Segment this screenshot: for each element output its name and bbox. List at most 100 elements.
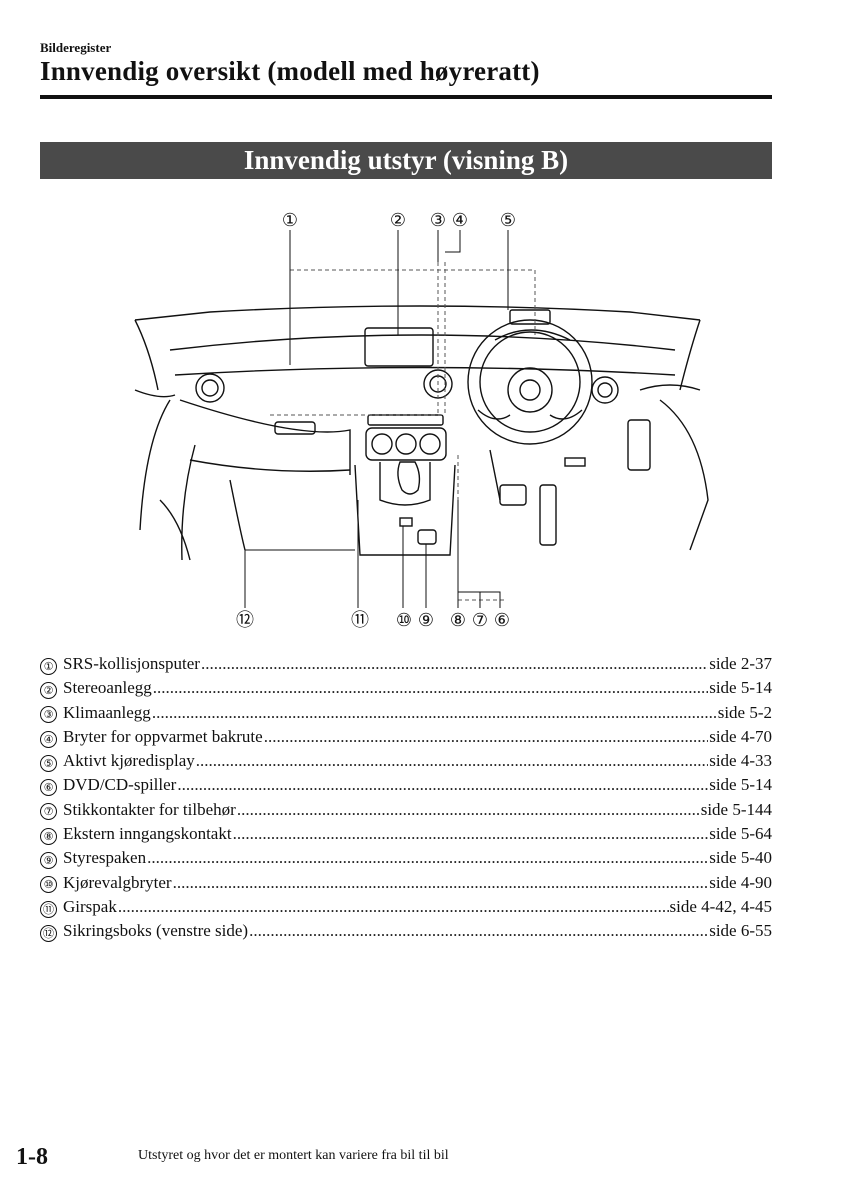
dot-leader — [201, 654, 708, 674]
callout-2: ② — [390, 210, 406, 230]
left-air-vent — [195, 373, 225, 403]
gear-lever — [397, 461, 421, 495]
section-banner: Innvendig utstyr (visning B) — [40, 142, 772, 179]
center-display — [364, 327, 434, 367]
dot-leader — [173, 873, 709, 893]
legend-item-fuse-box: ⑫ Sikringsboks (venstre side) side 6-55 — [40, 921, 772, 945]
legend-item-drive-selection: ⑩ Kjørevalgbryter side 4-90 — [40, 873, 772, 897]
page-reference: side 5-40 — [709, 848, 772, 868]
page-reference: side 4-33 — [709, 751, 772, 771]
page-reference: side 5-14 — [709, 678, 772, 698]
legend-item-accessory-socket: ⑦ Stikkontakter for tilbehør side 5-144 — [40, 800, 772, 824]
steering-wheel — [467, 319, 593, 445]
legend-number: ① — [40, 657, 57, 675]
page-reference: side 4-42, 4-45 — [669, 896, 772, 916]
callout-11: ⑪ — [351, 610, 369, 630]
legend-number: ⑧ — [40, 827, 57, 845]
dot-leader — [152, 703, 717, 723]
window-switches — [627, 419, 651, 471]
legend-item-rear-defroster: ④ Bryter for oppvarmet bakrute side 4-70 — [40, 727, 772, 751]
footer-note: Utstyret og hvor det er montert kan vari… — [138, 1148, 449, 1163]
interior-illustration: ① ② ③ ④ ⑤ ⑫ ⑪ ⑩ ⑨ ⑧ ⑦ ⑥ — [134, 210, 709, 630]
legend-item-commander: ⑨ Styrespaken side 5-40 — [40, 848, 772, 872]
legend-number: ⑥ — [40, 779, 57, 797]
callout-8: ⑧ — [450, 610, 466, 630]
legend-label: SRS-kollisjonsputer — [63, 654, 200, 673]
climate-knob-left — [371, 433, 393, 455]
commander-knob — [417, 529, 437, 545]
fuse-box-cover — [229, 479, 246, 551]
page-reference: side 4-70 — [709, 726, 772, 746]
legend-item-gear-lever: ⑪ Girspak side 4-42, 4-45 — [40, 897, 772, 921]
dot-leader — [237, 800, 700, 820]
windshield-edge — [134, 305, 701, 321]
legend-label: Ekstern inngangskontakt — [63, 824, 232, 844]
legend-label: Klimaanlegg — [63, 702, 151, 722]
legend-label: DVD/CD-spiller — [63, 775, 177, 795]
head-up-display — [509, 309, 551, 325]
section-label: Bilderegister — [40, 40, 112, 55]
dot-leader — [177, 775, 708, 795]
legend-item-active-display: ⑤ Aktivt kjøredisplay side 4-33 — [40, 751, 772, 775]
legend-label: Stikkontakter for tilbehør — [63, 799, 236, 819]
callout-1: ① — [282, 210, 298, 230]
glove-box-handle — [274, 421, 316, 435]
page-reference: side 4-90 — [709, 872, 772, 892]
dot-leader — [249, 921, 708, 941]
accelerator-pedal — [539, 484, 557, 546]
legend-number: ⑩ — [40, 876, 57, 894]
legend-list: ① SRS-kollisjonsputer side 2-37 ② Stereoanl… — [40, 654, 772, 946]
legend-label: Styrespaken — [63, 848, 147, 868]
callout-4: ④ — [452, 210, 468, 230]
dashboard-top — [169, 334, 676, 351]
center-console — [354, 464, 456, 556]
legend-label: Aktivt kjøredisplay — [63, 751, 195, 771]
legend-number: ⑪ — [40, 900, 57, 918]
legend-number: ⑨ — [40, 852, 57, 870]
legend-number: ② — [40, 681, 57, 699]
legend-number: ⑤ — [40, 754, 57, 772]
climate-knob-right — [419, 433, 441, 455]
page-title: Innvendig oversikt (modell med høyreratt… — [40, 56, 540, 86]
page-reference: side 5-64 — [709, 824, 772, 844]
legend-number: ⑫ — [40, 924, 57, 942]
legend-label: Sikringsboks (venstre side) — [63, 921, 249, 941]
page-reference: side 5-14 — [709, 775, 772, 795]
callout-12: ⑫ — [236, 610, 254, 630]
dot-leader — [147, 848, 708, 868]
legend-item-aux-input: ⑧ Ekstern inngangskontakt side 5-64 — [40, 824, 772, 848]
dot-leader — [196, 751, 708, 771]
callout-7: ⑦ — [472, 610, 488, 630]
callout-10: ⑩ — [396, 610, 412, 630]
legend-number: ④ — [40, 730, 57, 748]
dot-leader — [264, 727, 709, 747]
legend-label: Stereoanlegg — [63, 678, 152, 698]
climate-knob-center — [395, 433, 417, 455]
callout-6: ⑥ — [494, 610, 510, 630]
dot-leader — [118, 897, 669, 917]
page-number: 1-8 — [16, 1144, 48, 1170]
callout-3: ③ — [430, 210, 446, 230]
legend-number: ⑦ — [40, 803, 57, 821]
leader-6 — [458, 591, 501, 608]
legend-number: ③ — [40, 706, 57, 724]
page-reference: side 2-37 — [709, 654, 772, 673]
page-reference: side 5-2 — [717, 702, 772, 722]
legend-label: Kjørevalgbryter — [63, 872, 172, 892]
legend-label: Bryter for oppvarmet bakrute — [63, 726, 263, 746]
callout-5: ⑤ — [500, 210, 516, 230]
legend-item-dvd-cd: ⑥ DVD/CD-spiller side 5-14 — [40, 775, 772, 799]
legend-label: Girspak — [63, 896, 117, 916]
dot-leader — [233, 824, 709, 844]
leader-4 — [445, 230, 461, 253]
legend-item-climate: ③ Klimaanlegg side 5-2 — [40, 703, 772, 727]
legend-item-stereo: ② Stereoanlegg side 5-14 — [40, 678, 772, 702]
page-reference: side 6-55 — [709, 921, 772, 941]
legend-item-airbags: ① SRS-kollisjonsputer side 2-37 — [40, 654, 772, 678]
title-divider — [40, 95, 772, 99]
airbag-leader — [290, 269, 536, 335]
dot-leader — [153, 678, 708, 698]
instrument-cluster — [494, 329, 571, 341]
callout-9: ⑨ — [418, 610, 434, 630]
page-reference: side 5-144 — [700, 799, 772, 819]
